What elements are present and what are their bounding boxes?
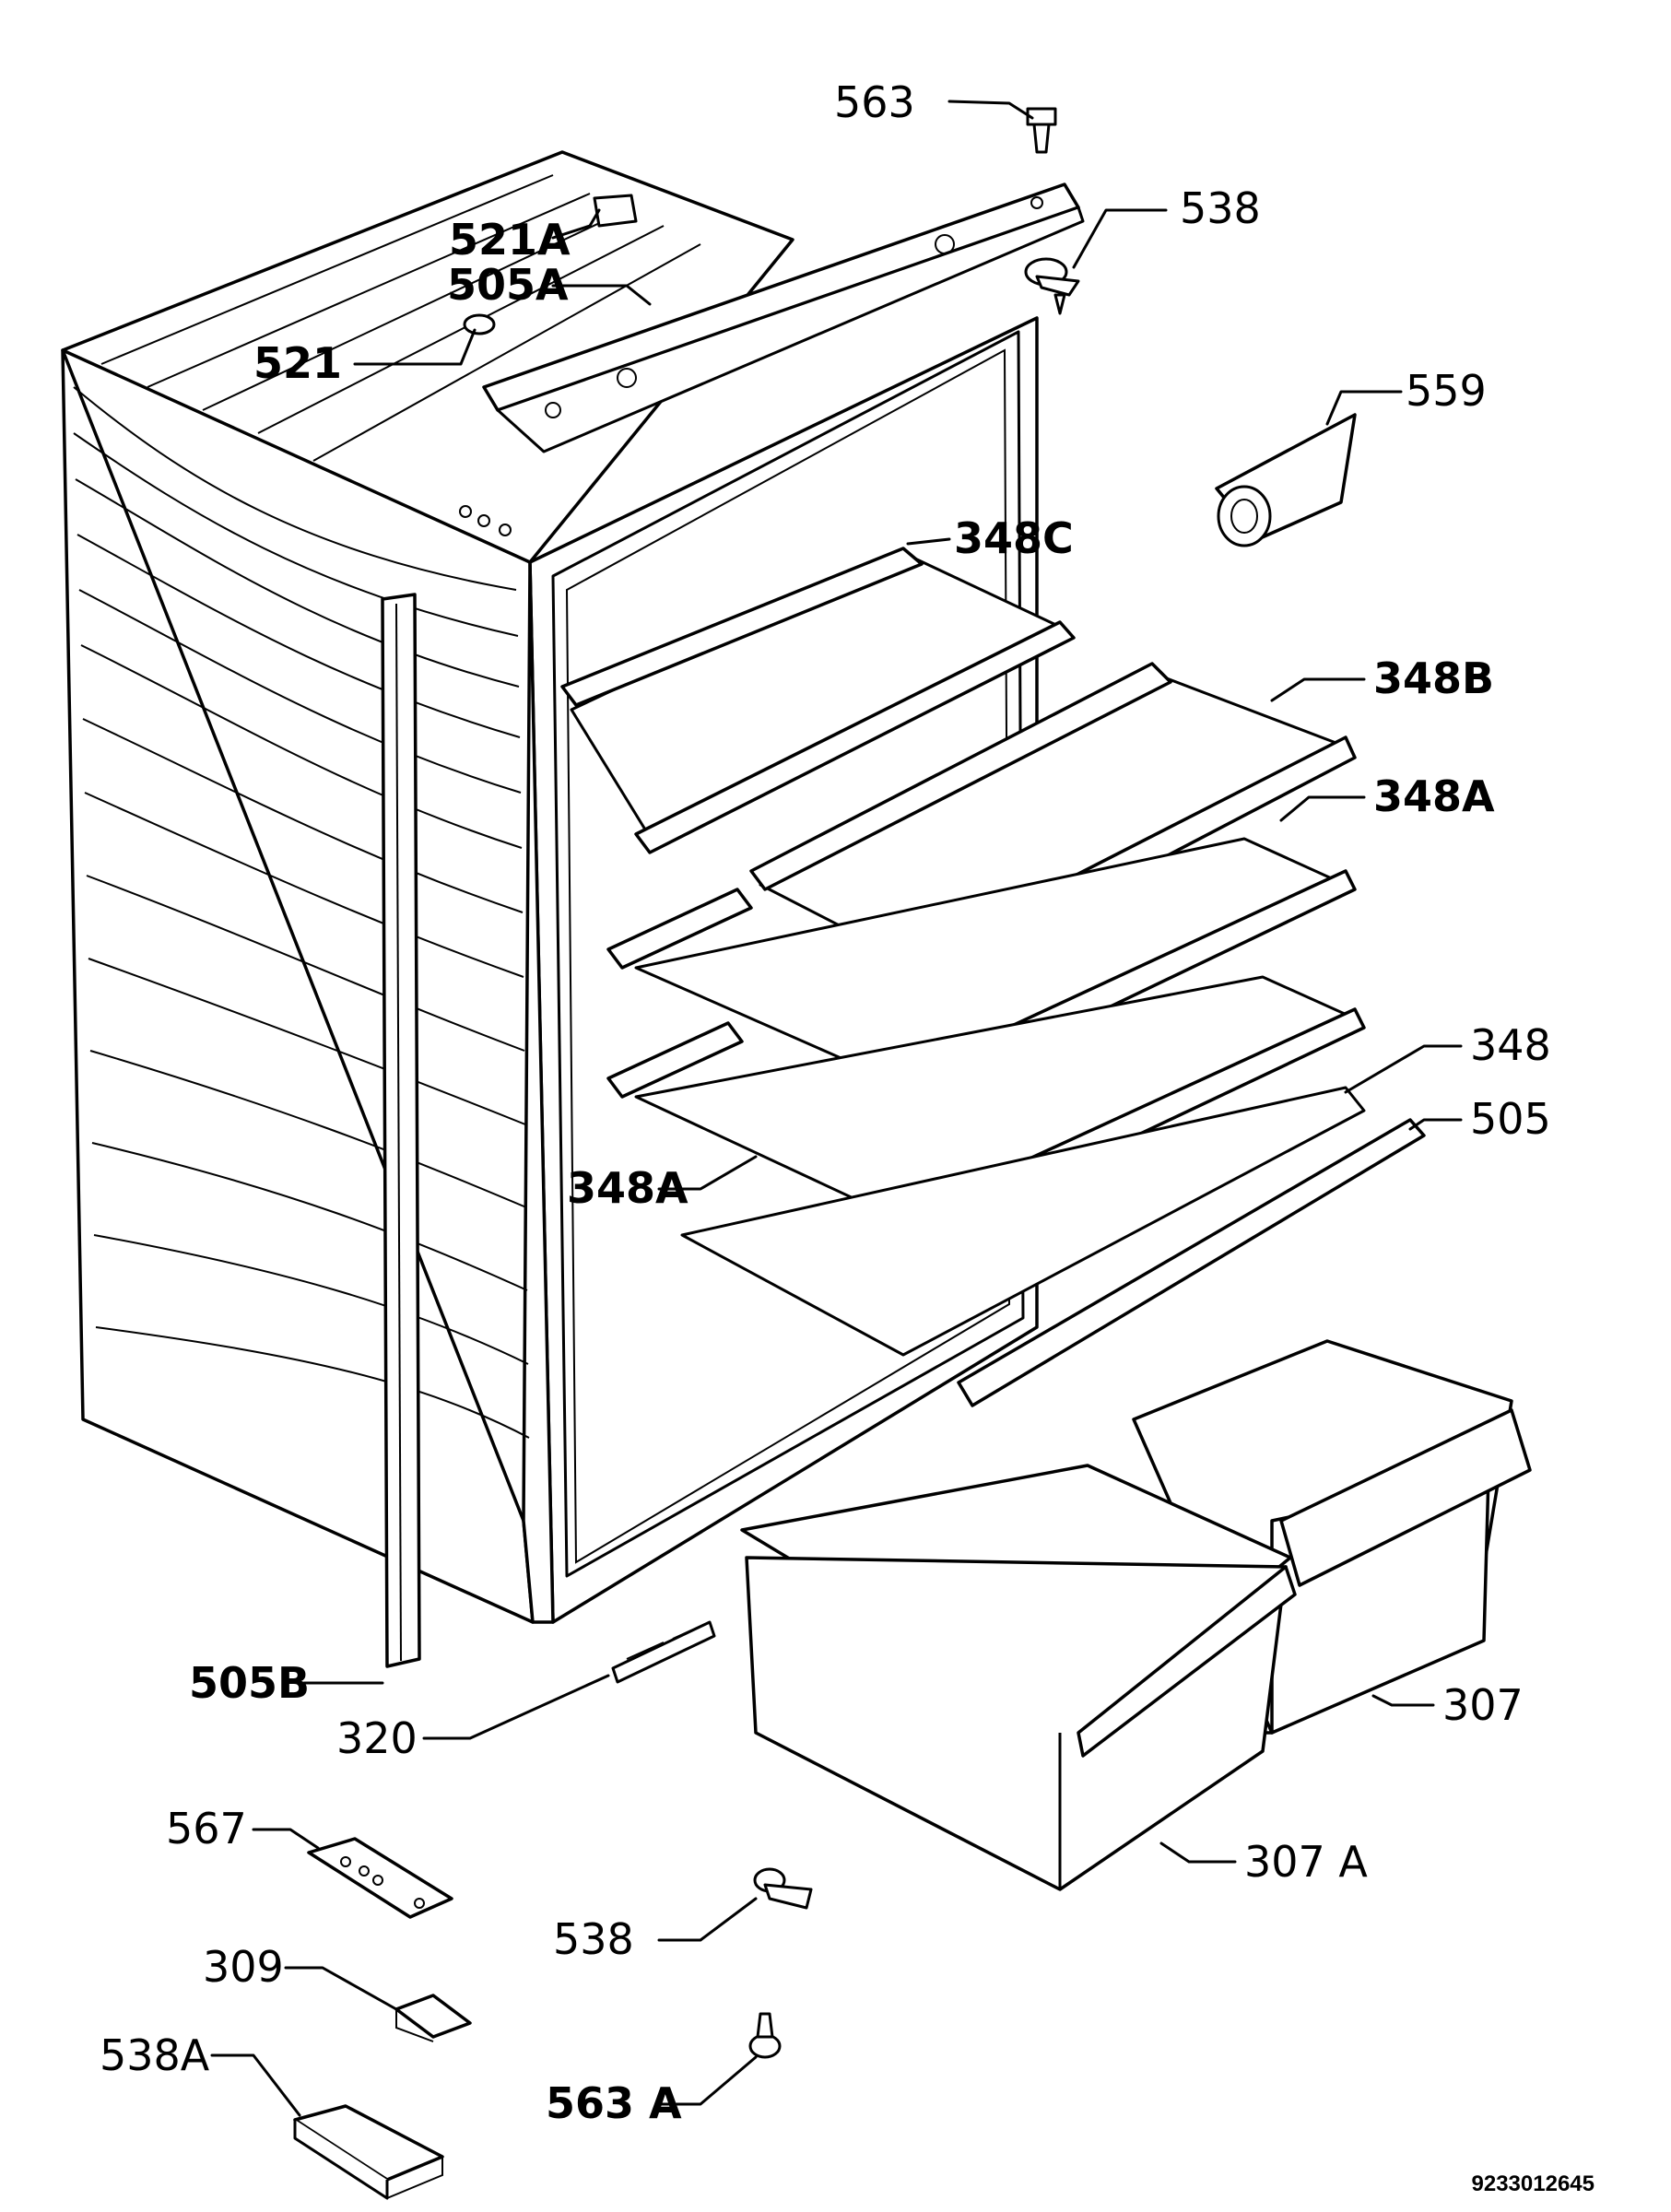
- leader-lines: [210, 100, 1463, 2117]
- label-505a: 505A: [447, 260, 569, 310]
- part-labels: 563 538 521A 505A 521 559 348C 348B 348A…: [100, 77, 1595, 2196]
- label-538-top: 538: [1180, 183, 1261, 233]
- label-538a: 538A: [100, 2030, 210, 2080]
- profile-505: [957, 1118, 1426, 1407]
- label-567: 567: [166, 1804, 247, 1853]
- label-348b: 348B: [1373, 653, 1494, 703]
- label-521: 521: [253, 338, 342, 388]
- cap-521a: [593, 194, 638, 228]
- ventilation-grille-320: [611, 1620, 716, 1684]
- label-307a: 307 A: [1244, 1837, 1368, 1887]
- hinge-538-bottom: [753, 1867, 813, 1910]
- label-348a-lower: 348A: [567, 1163, 688, 1213]
- crisper-307: [1132, 1339, 1532, 1735]
- thermostat-knob-559: [1215, 413, 1357, 547]
- label-505: 505: [1470, 1094, 1551, 1144]
- door-seal-505b: [381, 593, 421, 1668]
- cover-309: [394, 1994, 472, 2042]
- label-538-bottom: 538: [553, 1914, 634, 1964]
- screw-563a: [748, 2012, 782, 2059]
- label-348a-upper: 348A: [1373, 771, 1495, 821]
- label-563a: 563 A: [546, 2078, 682, 2128]
- drawing-reference-number: 9233012645: [1472, 2171, 1595, 2196]
- hinge-538-top: [1024, 257, 1080, 315]
- top-rail-505a: [482, 182, 1085, 453]
- label-309: 309: [203, 1942, 284, 1992]
- label-559: 559: [1406, 366, 1487, 416]
- label-348c: 348C: [954, 513, 1074, 563]
- shelf-glass-348: [680, 1086, 1366, 1357]
- label-505b: 505B: [189, 1658, 310, 1708]
- label-320: 320: [336, 1713, 418, 1763]
- bracket-538a: [293, 2104, 444, 2200]
- screw-563: [1026, 107, 1057, 154]
- crisper-307a: [740, 1464, 1297, 1891]
- shelf-348c: [560, 547, 1076, 854]
- label-307: 307: [1442, 1680, 1524, 1730]
- hinge-plate-567: [307, 1837, 453, 1919]
- label-521a: 521A: [449, 215, 571, 265]
- label-563: 563: [834, 77, 915, 127]
- label-348: 348: [1470, 1020, 1551, 1070]
- cap-521: [463, 313, 496, 335]
